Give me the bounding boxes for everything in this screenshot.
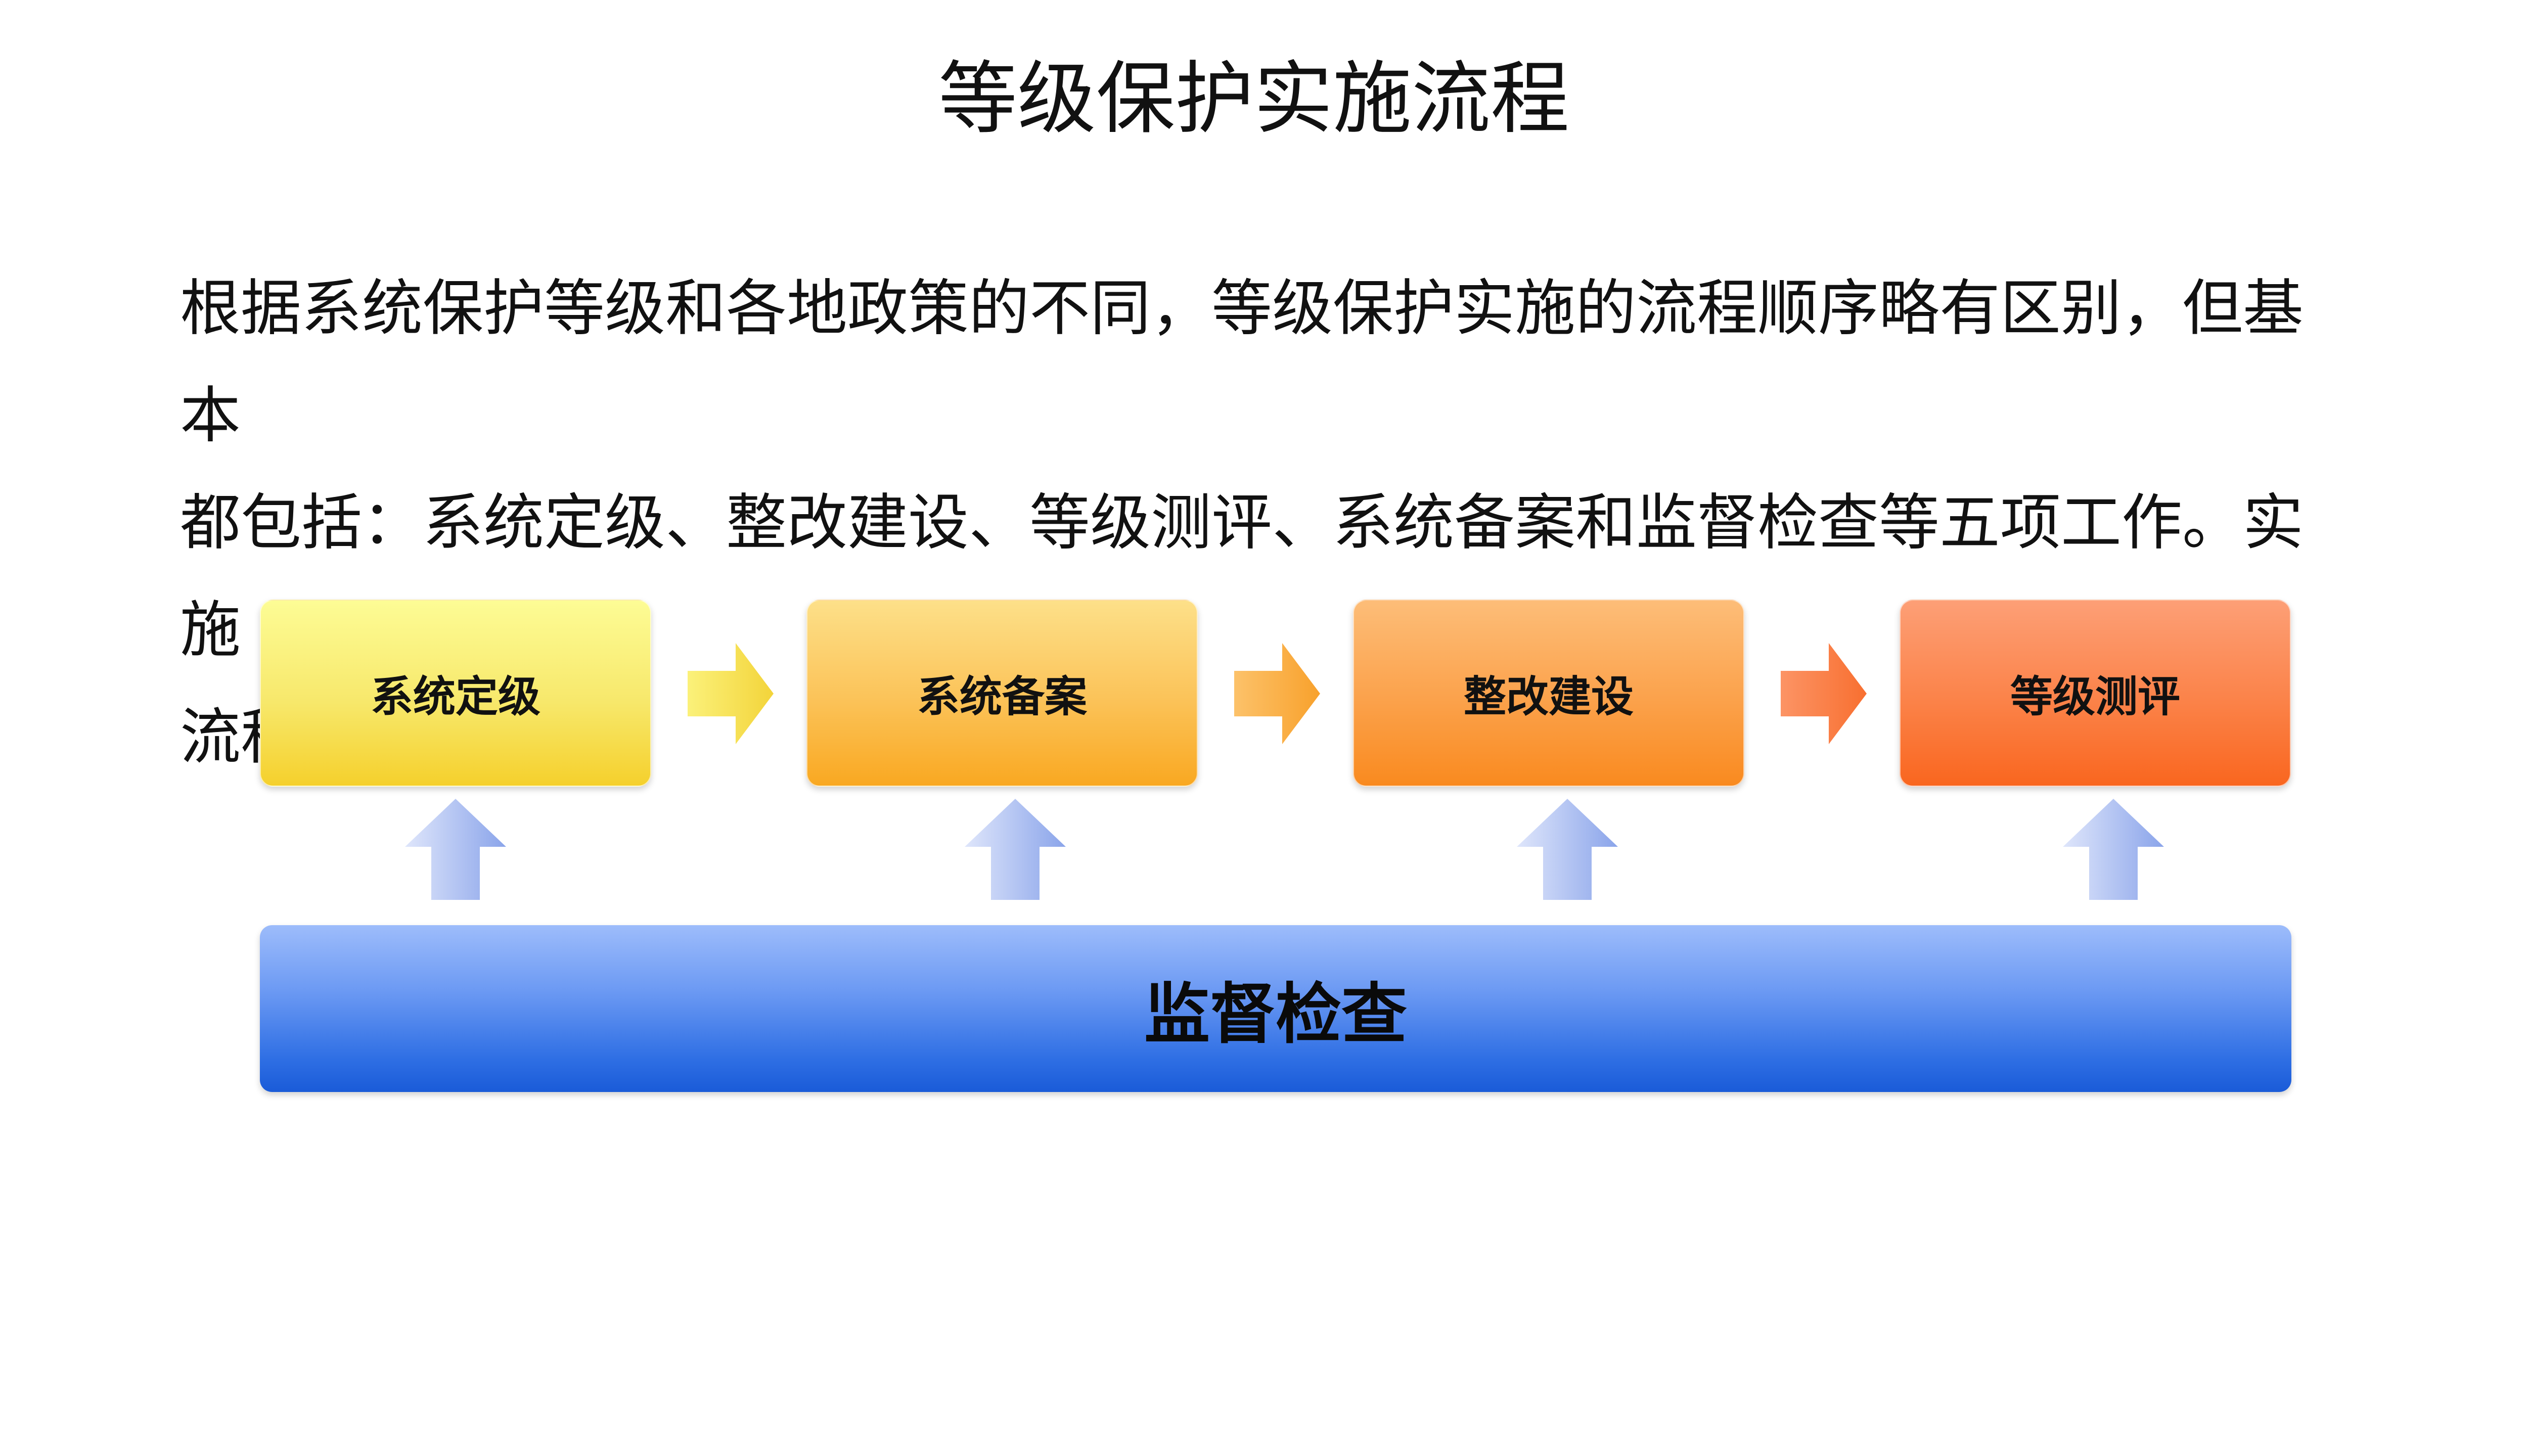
- supervision-label: 监督检查: [1144, 976, 1407, 1053]
- step-filing-label: 系统备案: [917, 671, 1087, 721]
- supervision-bar: 监督检查: [260, 925, 2291, 1092]
- step-evaluation-box: 等级测评: [1900, 600, 2291, 787]
- step-filing-box: 系统备案: [806, 600, 1198, 787]
- step-rectification-box: 整改建设: [1353, 600, 1744, 787]
- page-title: 等级保护实施流程: [938, 53, 1569, 145]
- step-grading-label: 系统定级: [370, 671, 540, 721]
- right-arrow-icon: [1781, 643, 1867, 744]
- right-arrow-icon: [1234, 643, 1320, 744]
- up-arrow-icon: [1517, 799, 1618, 900]
- step-evaluation-label: 等级测评: [2010, 671, 2180, 721]
- intro-line-1: 根据系统保护等级和各地政策的不同，等级保护实施的流程顺序略有区别，但基本: [180, 274, 2304, 451]
- up-arrow-icon: [965, 799, 1066, 900]
- step-rectification-label: 整改建设: [1463, 671, 1634, 721]
- intro-line-2: 都包括：系统定级、整改建设、等级测评、系统备案和监督检查等五项工作。实施: [180, 488, 2304, 665]
- up-arrow-icon: [2063, 799, 2164, 900]
- up-arrow-icon: [405, 799, 506, 900]
- right-arrow-icon: [688, 643, 774, 744]
- step-grading-box: 系统定级: [260, 600, 651, 787]
